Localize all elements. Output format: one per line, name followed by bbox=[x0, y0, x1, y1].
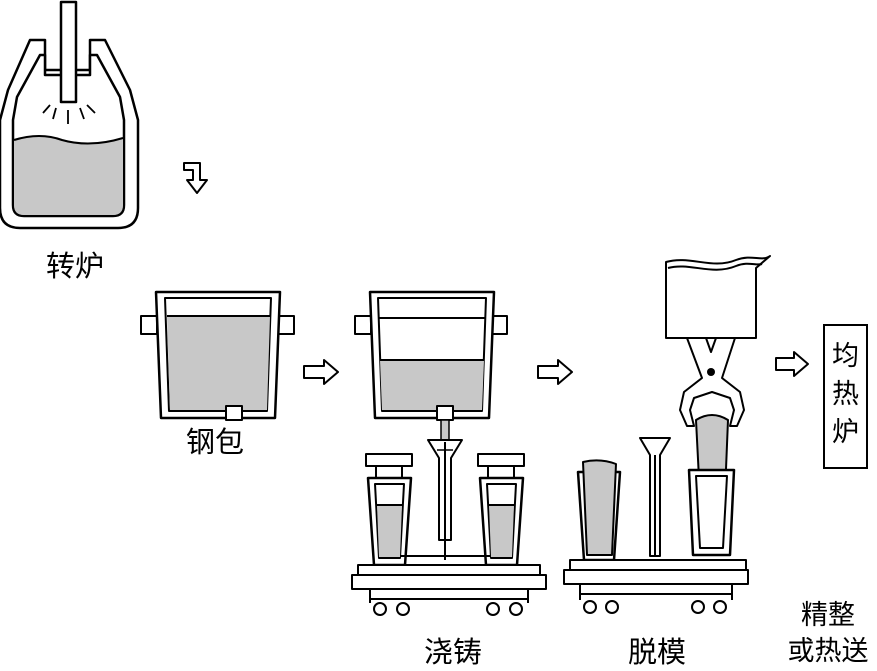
stripper-tongs bbox=[679, 337, 745, 427]
converter-molten-steel bbox=[14, 136, 123, 215]
oxygen-jets bbox=[42, 104, 96, 124]
teeming-ladle-steel bbox=[380, 360, 484, 410]
finishing-label-line1: 精整 bbox=[801, 600, 855, 631]
ladle bbox=[140, 290, 295, 421]
stripper-crane bbox=[665, 255, 771, 339]
finishing-label-line2: 或热送 bbox=[787, 636, 869, 667]
soaking-pit-char: 热 bbox=[832, 379, 859, 410]
right-arrow-icon bbox=[537, 359, 573, 385]
ladle-nozzle bbox=[225, 405, 243, 421]
right-arrow-icon bbox=[775, 351, 809, 377]
teeming-label: 浇铸 bbox=[424, 635, 483, 669]
pouring-stream bbox=[440, 419, 450, 443]
down-right-arrow-icon bbox=[183, 162, 208, 194]
oxygen-lance bbox=[59, 0, 78, 104]
soaking-pit-label: 均 热 炉 bbox=[825, 338, 866, 452]
ingot-car-top-left bbox=[357, 564, 541, 576]
ladle-trunnion-right bbox=[277, 315, 295, 335]
soaking-pit-char: 炉 bbox=[832, 417, 859, 448]
ladle-trunnion-left bbox=[140, 315, 158, 335]
converter-label: 转炉 bbox=[46, 249, 105, 283]
ladle-label: 钢包 bbox=[186, 425, 245, 459]
ladle-molten-steel bbox=[167, 316, 270, 410]
converter bbox=[0, 0, 140, 230]
stripping-label: 脱模 bbox=[628, 635, 687, 669]
stripping-station bbox=[563, 255, 771, 614]
soaking-pit-box: 均 热 炉 bbox=[823, 324, 868, 469]
finishing-label: 精整 或热送 bbox=[782, 598, 874, 670]
right-arrow-icon bbox=[303, 359, 339, 385]
soaking-pit-char: 均 bbox=[832, 341, 859, 372]
teeming-station bbox=[351, 290, 547, 616]
